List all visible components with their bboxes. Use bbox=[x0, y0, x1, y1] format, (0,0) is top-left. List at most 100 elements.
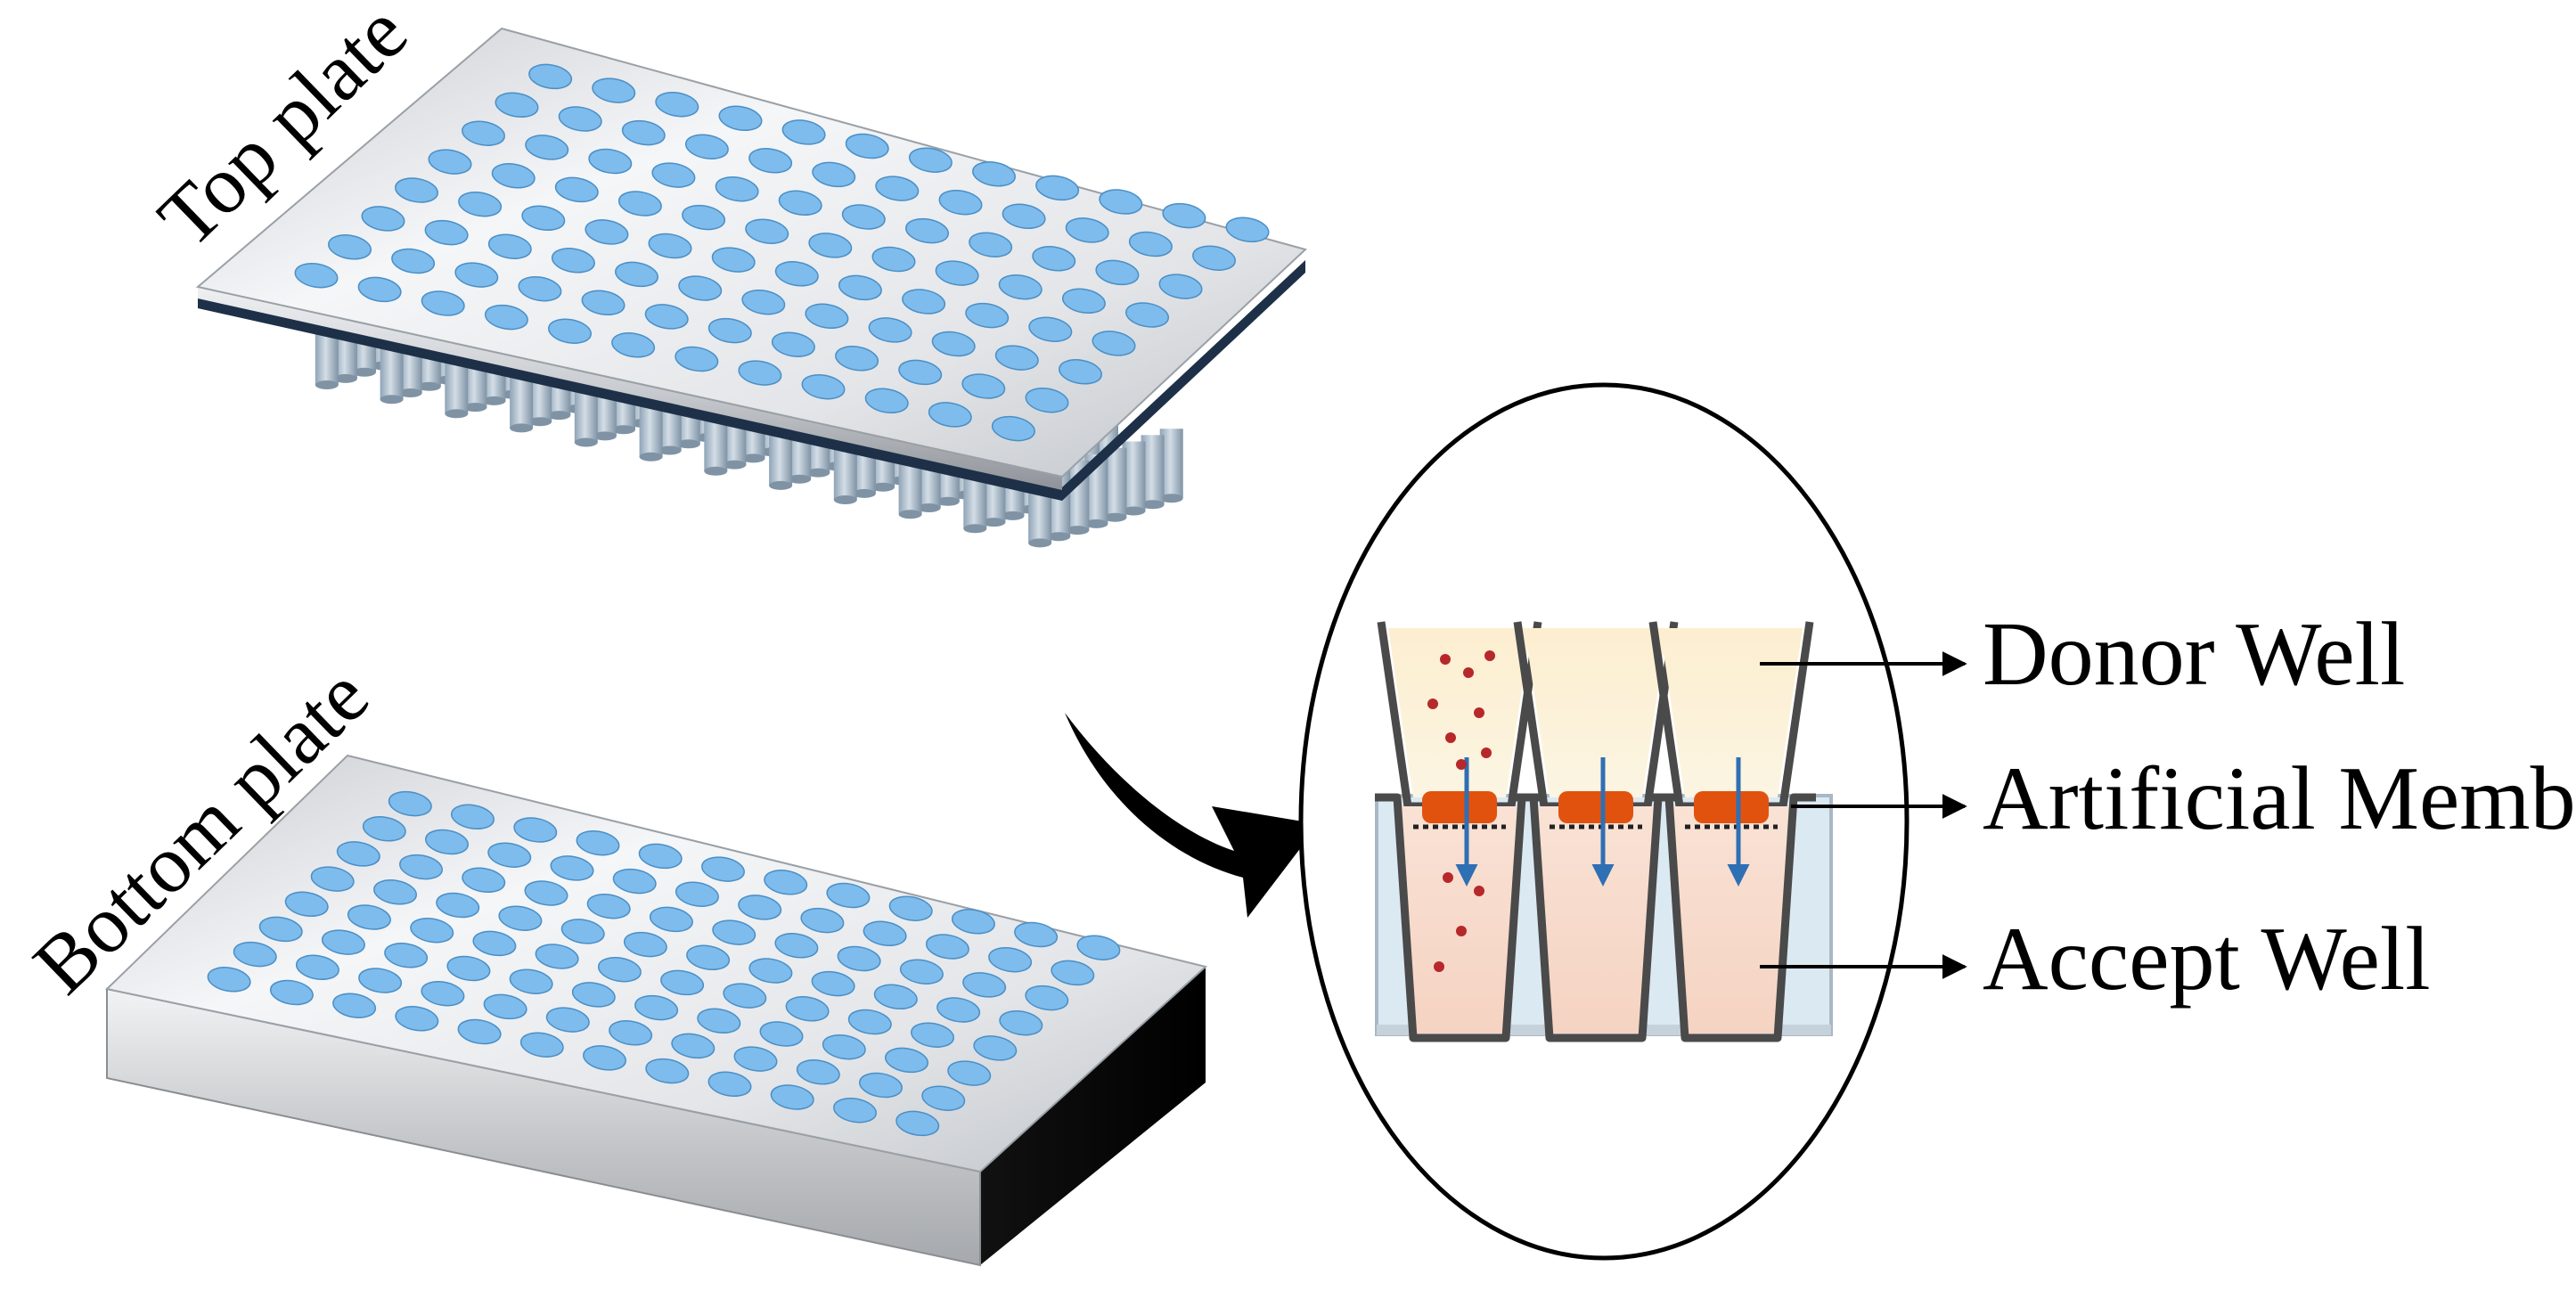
top-plate-well bbox=[781, 119, 826, 145]
top-plate-pillar-tip bbox=[353, 367, 376, 377]
top-plate-well bbox=[651, 162, 696, 188]
top-plate-well bbox=[294, 262, 339, 289]
bottom-plate-well bbox=[748, 958, 793, 984]
top-plate-well bbox=[528, 63, 573, 90]
bottom-plate-well bbox=[513, 817, 558, 843]
top-plate-pillar-tip bbox=[1103, 512, 1127, 522]
top-plate-pillar-tip bbox=[741, 453, 765, 463]
bottom-plate-well bbox=[609, 1020, 653, 1046]
top-plate-well bbox=[868, 317, 912, 343]
top-plate-pillar-tip bbox=[528, 417, 552, 427]
top-plate-pillar-tip bbox=[676, 439, 700, 449]
top-plate-well bbox=[1099, 189, 1143, 215]
bottom-plate-well bbox=[451, 804, 495, 830]
top-plate-well bbox=[621, 119, 666, 146]
bottom-plate-well bbox=[733, 1046, 778, 1072]
top-plate-pillar-tip bbox=[1122, 506, 1146, 516]
bottom-plate-well bbox=[258, 916, 303, 943]
accept-well-fluid bbox=[1671, 806, 1792, 1034]
magnified-view bbox=[1298, 382, 1910, 1261]
bottom-plate-well bbox=[550, 855, 594, 881]
bottom-plate-well bbox=[873, 984, 918, 1010]
top-plate-well bbox=[1158, 274, 1203, 299]
compound-particle bbox=[1445, 732, 1456, 743]
top-plate-well bbox=[774, 261, 819, 287]
artificial-membrane bbox=[1422, 791, 1497, 823]
bottom-plate-well bbox=[560, 919, 605, 944]
top-plate-pillar-tip bbox=[574, 437, 598, 447]
bottom-plate-well bbox=[487, 842, 532, 868]
bottom-plate-well bbox=[811, 970, 855, 997]
bottom-plate-well bbox=[899, 959, 944, 985]
accept-well-label: Accept Well bbox=[1983, 909, 2431, 1009]
top-plate-pillar-tip bbox=[547, 411, 571, 421]
top-plate-pillar-tip bbox=[510, 423, 534, 433]
bottom-plate-well bbox=[457, 1018, 502, 1045]
top-plate-pillar-tip bbox=[398, 388, 422, 397]
top-plate-well bbox=[454, 262, 499, 288]
bottom-plate-well bbox=[207, 967, 251, 993]
bottom-plate-well bbox=[895, 1110, 940, 1137]
top-plate-pillar-tip bbox=[917, 503, 941, 512]
artificial-membrane-label: Artificial Membrane bbox=[1983, 748, 2576, 849]
top-plate-well bbox=[841, 204, 886, 230]
compound-particle bbox=[1474, 886, 1484, 896]
top-plate-well bbox=[928, 402, 972, 428]
top-plate-pillar-tip bbox=[1028, 538, 1052, 548]
bottom-plate-well bbox=[973, 1035, 1018, 1061]
top-plate-well bbox=[748, 148, 793, 174]
top-plate-pillar-tip bbox=[898, 510, 922, 519]
top-plate-well bbox=[495, 92, 539, 118]
top-plate-pillar-tip bbox=[1159, 494, 1183, 503]
top-plate-well bbox=[1092, 331, 1136, 356]
top-plate-well bbox=[361, 206, 405, 232]
top-plate-well bbox=[905, 217, 949, 244]
top-plate-well bbox=[644, 304, 689, 330]
bottom-plate-well bbox=[509, 968, 553, 994]
bottom-plate-well bbox=[310, 866, 355, 892]
bottom-plate-well bbox=[597, 956, 642, 983]
top-plate-well bbox=[551, 248, 595, 274]
bottom-plate-well bbox=[951, 909, 995, 935]
top-plate-well bbox=[998, 274, 1043, 300]
top-plate-well bbox=[745, 218, 789, 244]
donor-well-label: Donor Well bbox=[1983, 604, 2405, 705]
top-plate-well bbox=[554, 176, 599, 203]
top-plate-pillar-tip bbox=[963, 524, 987, 534]
top-plate-pillar-tip bbox=[1084, 519, 1108, 528]
top-plate-well bbox=[812, 161, 856, 188]
top-plate-well bbox=[707, 317, 752, 344]
top-plate-well bbox=[991, 415, 1035, 442]
top-plate-well bbox=[678, 275, 723, 301]
top-plate-well bbox=[898, 359, 943, 386]
top-plate-wells bbox=[294, 63, 1270, 442]
top-plate-well bbox=[487, 233, 532, 259]
top-plate-well bbox=[424, 219, 469, 246]
top-plate-well bbox=[585, 219, 629, 245]
bottom-plate-well bbox=[362, 816, 406, 842]
top-plate-well bbox=[615, 261, 658, 288]
top-plate-well bbox=[801, 373, 846, 400]
bottom-plate-well bbox=[925, 934, 969, 960]
bottom-plate-well bbox=[660, 969, 705, 996]
bottom-plate-well bbox=[686, 944, 731, 971]
top-plate-well bbox=[1059, 359, 1102, 385]
top-plate-well bbox=[1125, 302, 1169, 328]
top-plate-pillar-tip bbox=[936, 496, 960, 506]
top-plate-well bbox=[972, 161, 1016, 187]
top-plate-well bbox=[935, 260, 979, 286]
bottom-plate-well bbox=[410, 917, 454, 944]
accept-well-fluid bbox=[1399, 806, 1520, 1034]
top-plate-well bbox=[421, 290, 465, 316]
top-plate-pillar-tip bbox=[639, 452, 663, 462]
bottom-plate-well bbox=[1014, 921, 1059, 948]
bottom-plate-well bbox=[847, 1009, 892, 1035]
compound-particle bbox=[1456, 759, 1467, 770]
bottom-plate-well bbox=[759, 1021, 804, 1047]
bottom-plate-well bbox=[888, 895, 933, 921]
bottom-plate-well bbox=[707, 1071, 752, 1098]
top-plate-well bbox=[428, 149, 472, 175]
bottom-plate-well bbox=[384, 943, 429, 968]
bottom-plate-well bbox=[697, 1008, 741, 1034]
